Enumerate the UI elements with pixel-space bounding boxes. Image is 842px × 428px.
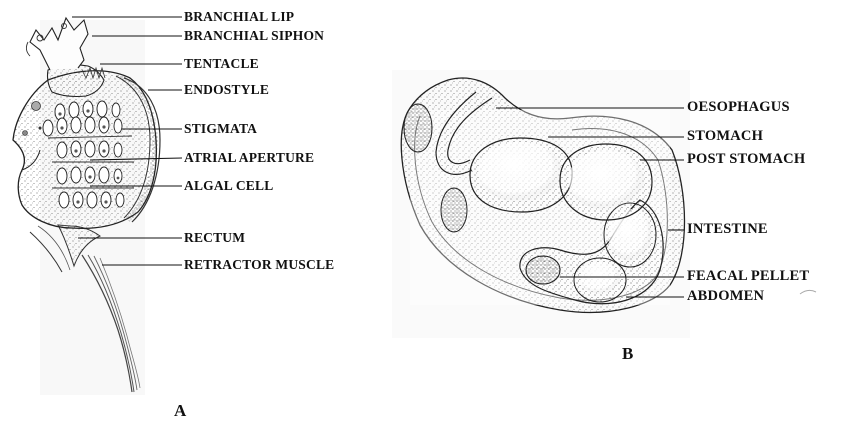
label-endostyle: ENDOSTYLE [184,83,269,97]
panel-letter-a: A [174,401,186,421]
label-atrial-aperture: ATRIAL APERTURE [184,151,314,165]
zooid-drawing [13,18,160,395]
label-intestine: INTESTINE [687,222,768,236]
panel-letter-b: B [622,344,633,364]
label-branchial-siphon: BRANCHIAL SIPHON [184,29,324,43]
label-abdomen: ABDOMEN [687,289,764,303]
label-oesophagus: OESOPHAGUS [687,100,790,114]
label-post-stomach: POST STOMACH [687,152,805,166]
label-retractor-muscle: RETRACTOR MUSCLE [184,258,334,272]
label-algal-cell: ALGAL CELL [184,179,273,193]
label-feacal-pellet: FEACAL PELLET [687,269,809,283]
label-stigmata: STIGMATA [184,122,257,136]
label-rectum: RECTUM [184,231,245,245]
label-stomach: STOMACH [687,129,763,143]
label-tentacle: TENTACLE [184,57,259,71]
label-branchial-lip: BRANCHIAL LIP [184,10,294,24]
